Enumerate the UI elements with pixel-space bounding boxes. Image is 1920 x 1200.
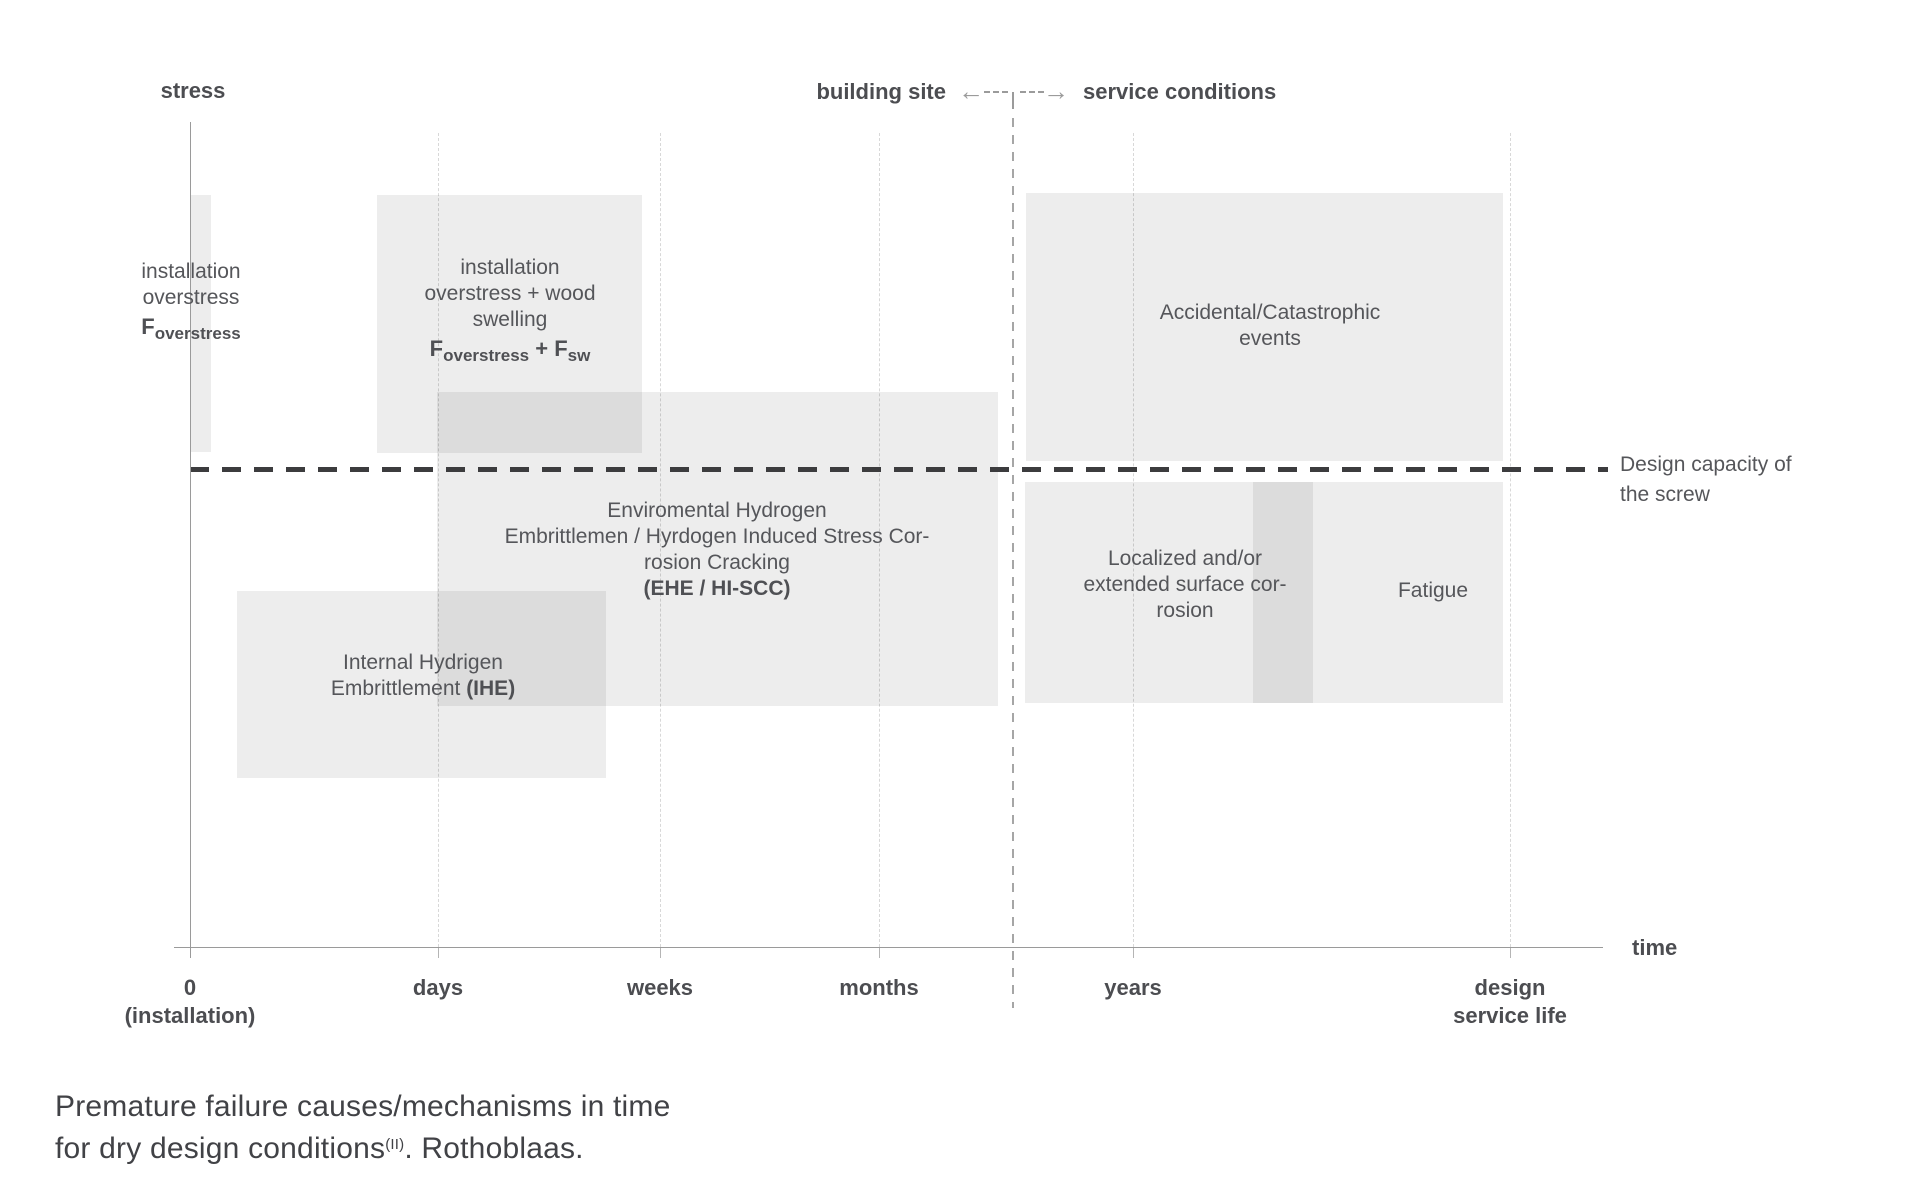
tick-label-weeks: weeks: [626, 975, 694, 1000]
region-ehe-hiscc: [437, 392, 998, 706]
tickmark-design-service-life: [1510, 948, 1511, 958]
label-fatigue: Fatigue: [1397, 579, 1469, 602]
region-accidental-events: [1026, 193, 1503, 461]
tickmark-days: [438, 948, 439, 958]
formula-overstress-sw: Foverstress + Fsw: [429, 336, 591, 365]
label-ehe-hiscc: Enviromental Hydrogen Embrittlemen / Hyr…: [504, 499, 930, 600]
formula-overstress: Foverstress: [141, 314, 241, 343]
label-localized-corrosion: Localized and/or extended surface cor- r…: [1083, 547, 1287, 622]
caption-superscript: (II): [385, 1136, 405, 1153]
region-ihe: [237, 591, 606, 778]
tick-label-design-service-life: design service life: [1453, 975, 1567, 1028]
y-axis-line: [190, 122, 191, 958]
time-axis-label: time: [1632, 935, 1678, 960]
tickmark-weeks: [660, 948, 661, 958]
design-capacity-line: [190, 467, 1608, 472]
tick-label-days: days: [412, 975, 464, 1000]
region-overstress-wood-swelling: [377, 195, 642, 453]
label-ihe: Internal Hydrigen Embrittlement (IHE): [330, 651, 516, 700]
tick-label-installation: 0 (installation): [125, 974, 256, 1030]
building-site-label: building site: [816, 79, 946, 104]
gridline-years: [1133, 133, 1134, 947]
design-capacity-label: Design capacity of the screw: [1620, 450, 1792, 510]
left-arrow-icon: ←: [958, 75, 984, 106]
label-installation-overstress: installation overstress Foverstress: [141, 260, 241, 343]
region-fatigue: [1253, 482, 1503, 703]
stress-axis-label: stress: [160, 78, 226, 103]
x-axis-line: [174, 947, 1603, 948]
arrow-dash-right: [1020, 91, 1044, 93]
tick-0-sub: (installation): [124, 1003, 256, 1028]
service-conditions-label: service conditions: [1083, 79, 1277, 104]
design-capacity-label-line1: Design capacity of: [1620, 453, 1792, 476]
tick-label-months: months: [839, 975, 919, 1000]
gridline-months: [879, 133, 880, 947]
tick-0: 0: [183, 975, 197, 1000]
gridline-weeks: [660, 133, 661, 947]
divider-tee-icon: [1012, 92, 1014, 109]
label-accidental-events: Accidental/Catastrophic events: [1159, 301, 1381, 350]
building-site-service-divider-line: [1012, 118, 1014, 1008]
gridline-days: [438, 133, 439, 947]
design-capacity-label-line2: the screw: [1620, 483, 1710, 506]
gridline-design-service-life: [1510, 133, 1511, 947]
tickmark-months: [879, 948, 880, 958]
region-installation-overstress: [190, 195, 211, 452]
figure-caption: Premature failure causes/mechanisms in t…: [55, 1090, 671, 1165]
label-overstress-wood-swelling: installation overstress + wood swelling …: [424, 256, 596, 365]
tick-label-years: years: [1104, 975, 1162, 1000]
right-arrow-icon: →: [1043, 75, 1069, 106]
region-localized-corrosion: [1025, 482, 1313, 703]
tickmark-years: [1133, 948, 1134, 958]
arrow-dash-left: [984, 91, 1008, 93]
